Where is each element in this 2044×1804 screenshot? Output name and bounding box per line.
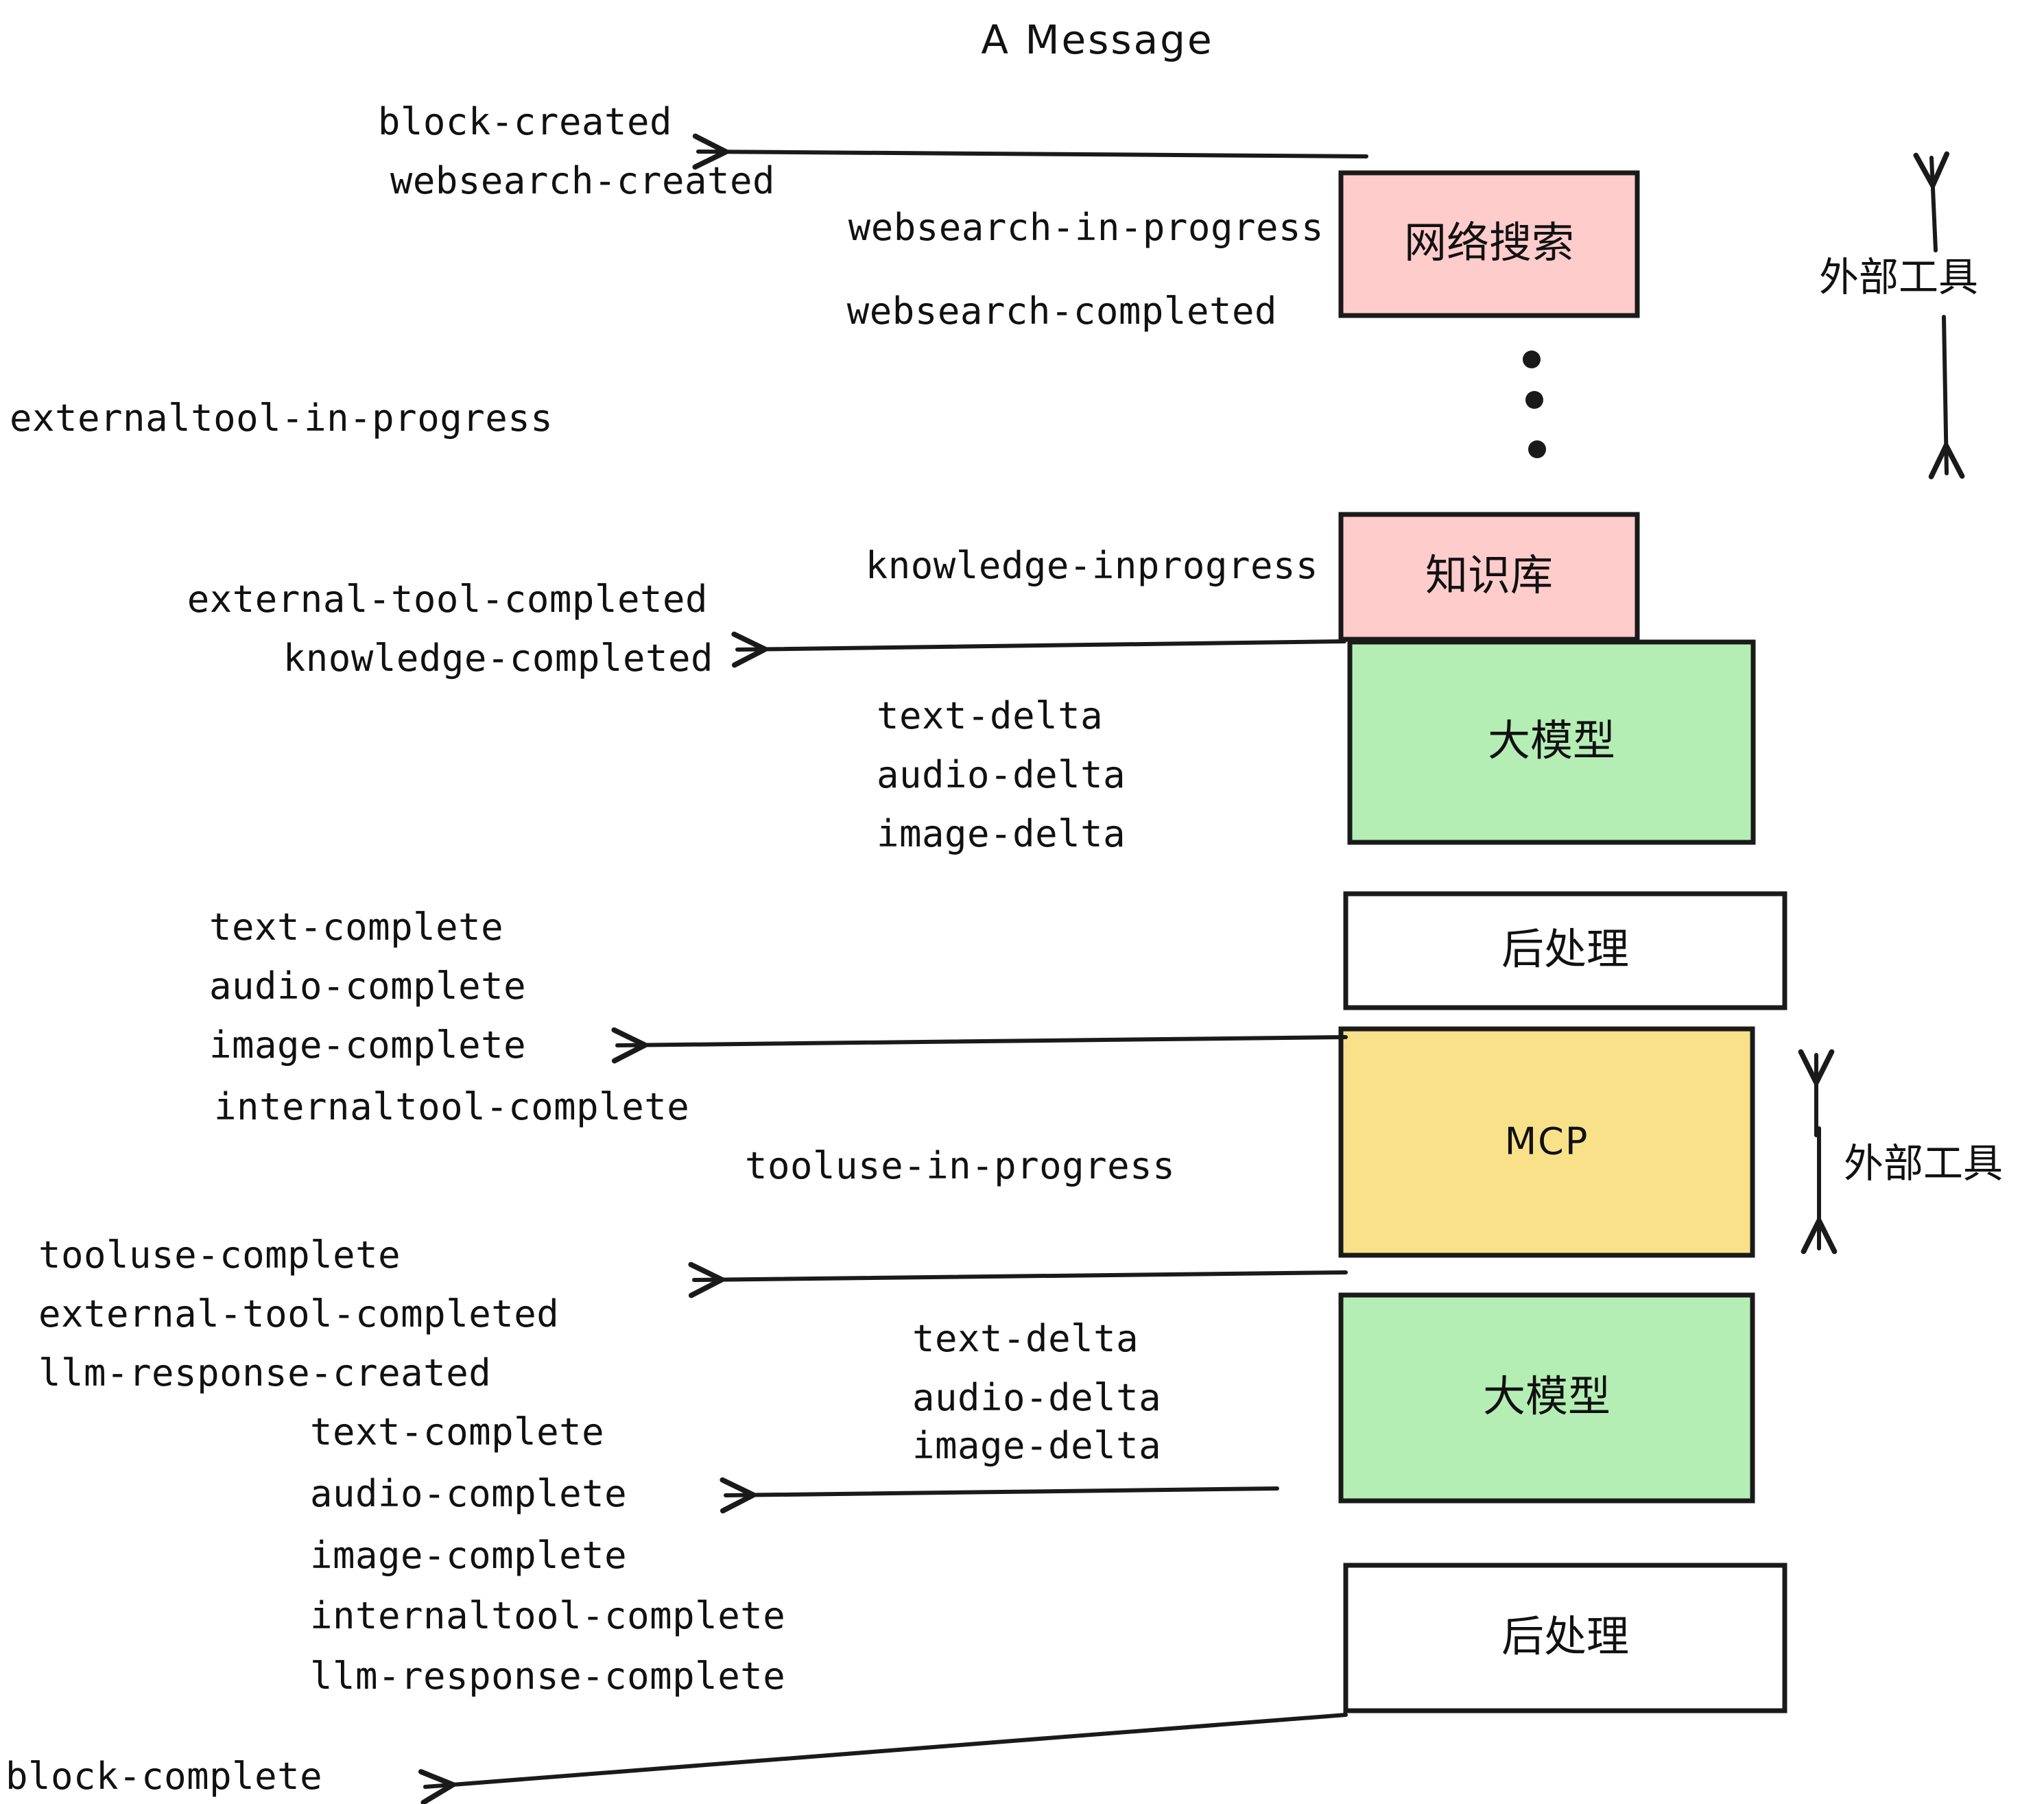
node-postprocess-second[interactable]: 后处理 xyxy=(1343,1563,1787,1713)
event-image-complete-2: image-complete xyxy=(310,1534,627,1577)
node-llm-first[interactable]: 大模型 xyxy=(1347,639,1756,845)
event-internaltool-complete-2: internaltool-complete xyxy=(310,1594,785,1637)
event-external-tool-completed-2: external-tool-completed xyxy=(38,1292,559,1336)
node-llm-second[interactable]: 大模型 xyxy=(1338,1292,1755,1504)
ellipsis-dots xyxy=(1523,351,1546,458)
node-websearch[interactable]: 网络搜索 xyxy=(1338,170,1640,318)
external-tool-annotation-top: 外部工具 xyxy=(1819,151,1978,479)
ellipsis-dot-3 xyxy=(1528,440,1546,458)
node-box-llm-second[interactable] xyxy=(1338,1292,1755,1504)
event-text-delta-1: text-delta xyxy=(877,694,1103,737)
event-llm-response-complete: llm-response-complete xyxy=(310,1654,785,1698)
node-label-websearch: 网络搜索 xyxy=(1404,217,1574,268)
arrow-knowledge-completed xyxy=(731,631,1346,668)
page-title: A Message xyxy=(981,16,1213,63)
ellipsis-dot-2 xyxy=(1525,391,1543,409)
event-internaltool-complete-1: internaltool-complete xyxy=(214,1085,689,1128)
event-tooluse-complete: tooluse-complete xyxy=(38,1233,401,1277)
event-external-tool-completed-1: external-tool-completed xyxy=(187,578,708,621)
event-externaltool-in-progress: externaltool-in-progress xyxy=(10,396,553,440)
event-websearch-in-progress: websearch-in-progress xyxy=(848,206,1324,249)
event-block-complete: block-complete xyxy=(5,1755,322,1798)
node-label-postprocess-second: 后处理 xyxy=(1501,1611,1629,1661)
event-audio-delta-1: audio-delta xyxy=(877,753,1126,796)
node-label-llm-second: 大模型 xyxy=(1483,1371,1611,1421)
arrow-audio-complete xyxy=(720,1477,1279,1514)
node-label-knowledge: 知识库 xyxy=(1425,550,1553,600)
ellipsis-dot-1 xyxy=(1523,351,1541,368)
node-label-llm-first: 大模型 xyxy=(1488,715,1615,765)
node-knowledge[interactable]: 知识库 xyxy=(1338,512,1640,642)
node-box-knowledge[interactable] xyxy=(1338,512,1640,642)
event-image-complete-1: image-complete xyxy=(209,1023,526,1067)
external-tool-label-bottom: 外部工具 xyxy=(1844,1140,2003,1187)
event-audio-complete-2: audio-complete xyxy=(310,1472,627,1515)
event-websearch-completed: websearch-completed xyxy=(847,289,1277,333)
node-box-postprocess-first[interactable] xyxy=(1343,891,1787,1010)
event-websearch-created: websearch-created xyxy=(390,159,775,202)
node-box-mcp[interactable] xyxy=(1338,1026,1755,1258)
event-knowledge-inprogress: knowledge-inprogress xyxy=(866,544,1318,587)
node-label-mcp: MCP xyxy=(1505,1120,1589,1163)
event-tooluse-in-progress: tooluse-in-progress xyxy=(745,1144,1175,1187)
external-tool-annotation-bottom: 外部工具 xyxy=(1798,1049,2003,1255)
arrow-block-complete xyxy=(418,1713,1348,1804)
external-tool-arrow-up-top xyxy=(1913,151,1950,252)
node-label-postprocess-first: 后处理 xyxy=(1501,924,1629,974)
node-box-postprocess-second[interactable] xyxy=(1343,1563,1787,1713)
node-mcp[interactable]: MCP xyxy=(1338,1026,1755,1258)
event-text-delta-2: text-delta xyxy=(912,1317,1139,1360)
event-audio-complete-1: audio-complete xyxy=(209,964,526,1008)
event-knowledge-completed: knowledge-completed xyxy=(283,637,713,680)
external-tool-arrow-down-top xyxy=(1928,315,1965,479)
node-box-llm-first[interactable] xyxy=(1347,639,1756,845)
event-text-complete-2: text-complete xyxy=(310,1410,604,1453)
arrow-block-created xyxy=(692,133,1368,170)
event-image-delta-1: image-delta xyxy=(877,812,1126,855)
external-tool-label-top: 外部工具 xyxy=(1819,254,1978,300)
node-box-websearch[interactable] xyxy=(1338,170,1640,318)
event-image-delta-2: image-delta xyxy=(912,1424,1161,1467)
arrow-image-complete xyxy=(611,1027,1348,1064)
event-text-complete-1: text-complete xyxy=(209,905,503,949)
node-postprocess-first[interactable]: 后处理 xyxy=(1343,891,1787,1010)
event-audio-delta-2: audio-delta xyxy=(912,1376,1161,1419)
arrow-tooluse-complete xyxy=(688,1261,1348,1298)
event-llm-response-created: llm-response-created xyxy=(38,1351,491,1394)
event-block-created: block-created xyxy=(378,100,672,143)
